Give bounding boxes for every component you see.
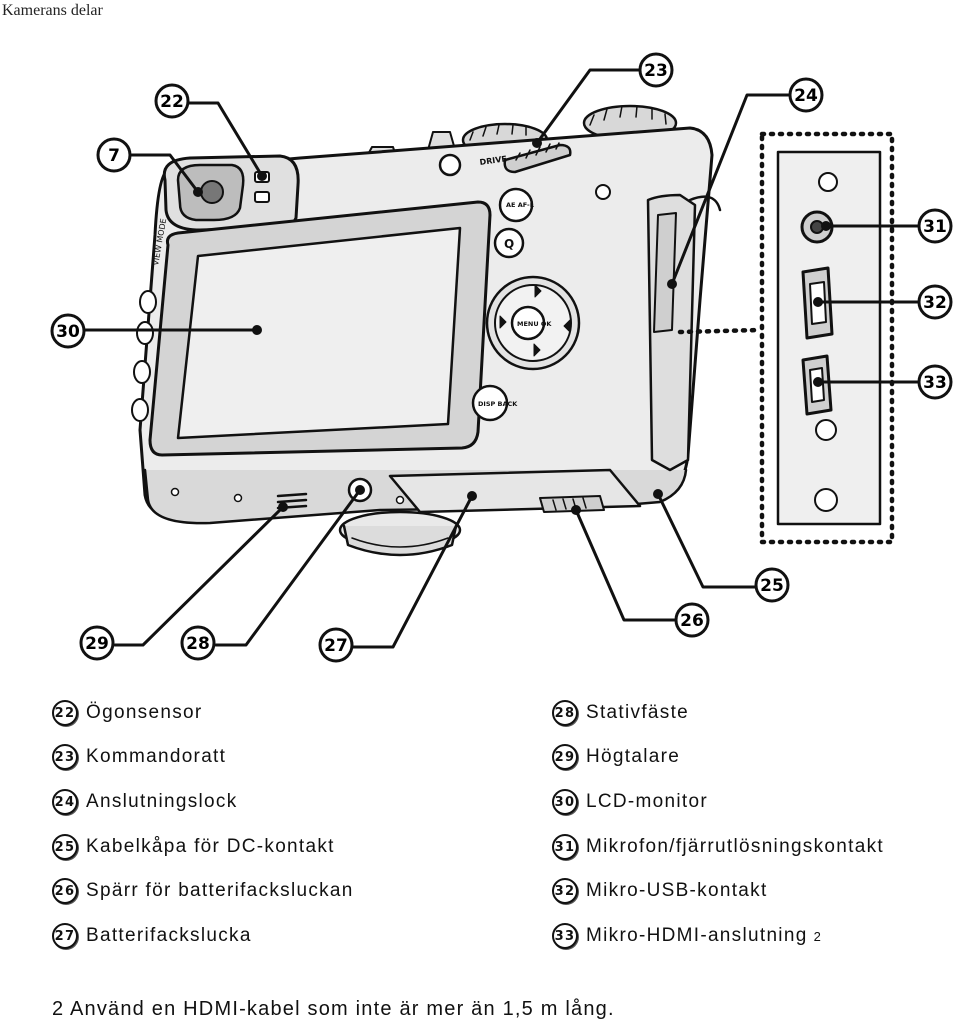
connector-panel: [677, 131, 895, 545]
legend-badge: 25: [52, 834, 78, 860]
footnote-marker: 2: [813, 928, 823, 944]
svg-text:32: 32: [923, 293, 947, 313]
q-label: Q: [504, 237, 514, 251]
legend-badge: 23: [52, 744, 78, 770]
svg-text:33: 33: [923, 373, 947, 393]
callout-22: 22: [154, 83, 190, 119]
svg-text:28: 28: [186, 634, 210, 654]
legend-label: Kommandoratt: [86, 746, 227, 767]
callout-33: 33: [917, 364, 953, 400]
footnote: 2 Använd en HDMI-kabel som inte är mer ä…: [52, 998, 615, 1020]
drive-label: DRIVE: [479, 154, 507, 167]
camera-diagram: VIEW MODE DRIVE AE AF-L Q MENU OK DISP B…: [50, 52, 953, 663]
legend-badge: 31: [552, 834, 578, 860]
legend-badge: 32: [552, 878, 578, 904]
legend-item-29: 29 Högtalare: [552, 742, 680, 772]
legend-label: Batterifackslucka: [86, 925, 252, 946]
callout-24: 24: [788, 77, 824, 113]
legend-label: Kabelkåpa för DC-kontakt: [86, 836, 335, 857]
ae-af-label: AE AF-L: [506, 201, 534, 209]
svg-text:26: 26: [680, 611, 704, 631]
svg-text:23: 23: [644, 61, 668, 81]
svg-text:24: 24: [794, 86, 818, 106]
legend-badge: 28: [552, 700, 578, 726]
svg-text:30: 30: [56, 322, 80, 342]
legend-badge: 27: [52, 923, 78, 949]
svg-text:7: 7: [108, 146, 120, 166]
legend-label: Anslutningslock: [86, 791, 238, 812]
callout-30: 30: [50, 313, 86, 349]
command-dial: [503, 142, 572, 174]
legend-label: LCD-monitor: [586, 791, 708, 812]
legend-item-25: 25 Kabelkåpa för DC-kontakt: [52, 832, 335, 862]
legend-item-23: 23 Kommandoratt: [52, 742, 226, 772]
legend-badge: 29: [552, 744, 578, 770]
legend-badge: 22: [52, 700, 78, 726]
callout-32: 32: [917, 284, 953, 320]
callout-29: 29: [79, 625, 115, 661]
callout-28: 28: [180, 625, 216, 661]
page-title: Kamerans delar: [2, 2, 103, 19]
legend-item-32: 32 Mikro-USB-kontakt: [552, 876, 768, 906]
callout-25: 25: [754, 567, 790, 603]
legend-label: Mikro-USB-kontakt: [586, 880, 768, 901]
lens-barrel: [338, 510, 462, 557]
bottom-details: [170, 468, 642, 514]
callout-31: 31: [917, 208, 953, 244]
callout-23: 23: [638, 52, 674, 88]
legend-label: Högtalare: [586, 746, 681, 767]
svg-text:31: 31: [923, 217, 947, 237]
lcd-monitor: [148, 200, 492, 457]
legend-label: Spärr för batterifacksluckan: [86, 880, 354, 901]
callout-26: 26: [674, 602, 710, 638]
legend-item-28: 28 Stativfäste: [552, 698, 689, 728]
legend-label: Ögonsensor: [86, 702, 203, 723]
legend-item-30: 30 LCD-monitor: [552, 787, 708, 817]
svg-text:29: 29: [85, 634, 109, 654]
legend-label: Mikrofon/fjärrutlösningskontakt: [586, 836, 884, 857]
legend-item-33: 33 Mikro-HDMI-anslutning 2: [552, 921, 822, 951]
svg-text:22: 22: [160, 92, 184, 112]
legend-badge: 30: [552, 789, 578, 815]
legend-badge: 26: [52, 878, 78, 904]
legend-badge: 33: [552, 923, 578, 949]
disp-back-label: DISP BACK: [478, 400, 518, 408]
legend-item-31: 31 Mikrofon/fjärrutlösningskontakt: [552, 832, 884, 862]
legend-badge: 24: [52, 789, 78, 815]
eyecup: [162, 154, 300, 232]
side-buttons: [131, 290, 157, 422]
control-buttons: [438, 153, 611, 422]
legend-item-22: 22 Ögonsensor: [52, 698, 203, 728]
svg-text:27: 27: [324, 636, 348, 656]
legend-label: Stativfäste: [586, 702, 690, 723]
callout-27: 27: [318, 627, 354, 663]
legend-item-26: 26 Spärr för batterifacksluckan: [52, 876, 354, 906]
legend-label: Mikro-HDMI-anslutning: [586, 925, 808, 946]
callout-7: 7: [96, 137, 132, 173]
legend-item-24: 24 Anslutningslock: [52, 787, 238, 817]
svg-text:25: 25: [760, 576, 784, 596]
legend-item-27: 27 Batterifackslucka: [52, 921, 252, 951]
menu-ok-label: MENU OK: [517, 320, 552, 328]
leader-lines: [82, 68, 920, 649]
